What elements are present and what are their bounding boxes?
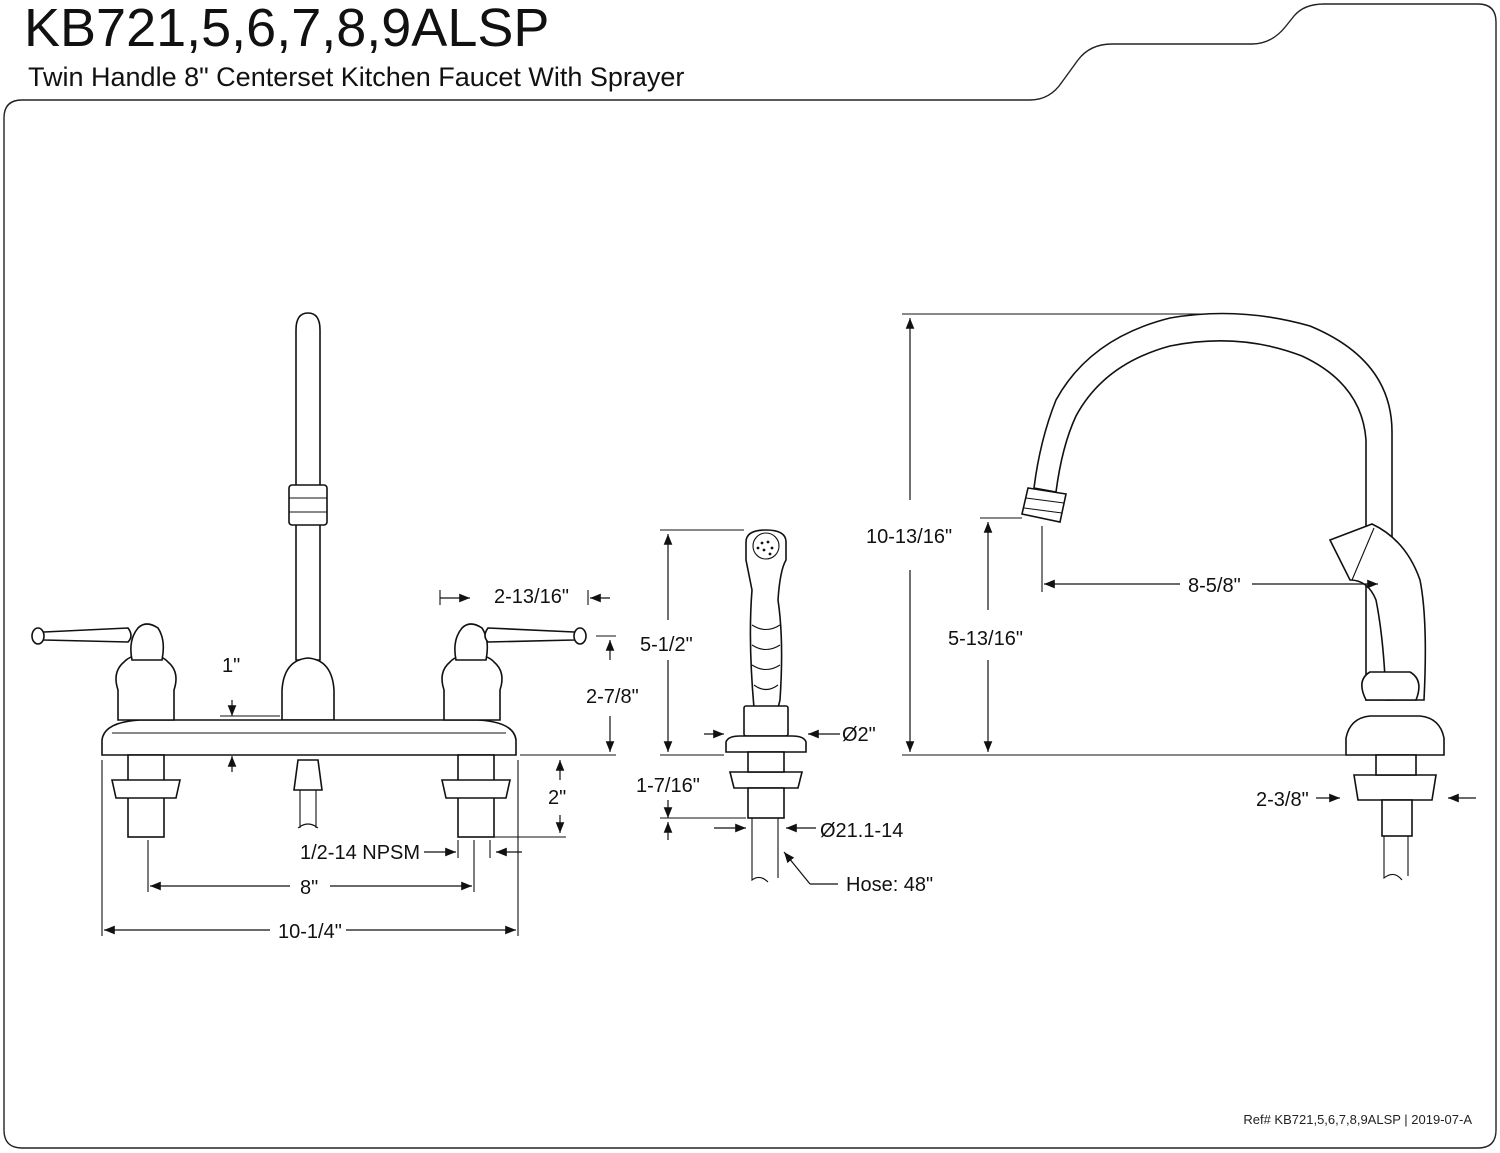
dim-side-spout-reach: 8-5/8" [1188, 575, 1241, 597]
dim-side-base-depth: 2-3/8" [1256, 789, 1309, 811]
sprayer-body [745, 529, 787, 709]
dim-front-overall-width: 10-1/4" [278, 921, 342, 943]
page-subtitle: Twin Handle 8" Centerset Kitchen Faucet … [28, 62, 684, 92]
front-view: 1" 2-13/16" 2-7/8" 2" 1/2-14 NPSM 8" 10-… [31, 312, 639, 943]
side-view: 10-13/16" 5-13/16" 8-5/8" 2-3/8" [866, 312, 1476, 881]
page-title: KB721,5,6,7,8,9ALSP [24, 0, 549, 58]
drawing-frame [3, 3, 1497, 1149]
deck-plate [101, 719, 517, 756]
dim-front-handle-offset: 2-13/16" [494, 586, 569, 608]
side-aerator [1021, 487, 1067, 523]
dim-side-overall-height: 10-13/16" [866, 526, 952, 548]
right-handle [441, 623, 587, 721]
side-base [1345, 715, 1445, 756]
dim-sprayer-hose: Hose: 48" [846, 874, 933, 896]
side-sprayer [1328, 523, 1427, 701]
dim-sprayer-height: 5-1/2" [640, 634, 693, 656]
dim-front-handle-height: 2-7/8" [586, 686, 639, 708]
sprayer-view: 5-1/2" Ø2" 1-7/16" Ø21.1-14 Hose: 48" [636, 529, 933, 896]
dim-front-connection: 1/2-14 NPSM [300, 842, 420, 864]
left-handle [31, 623, 177, 721]
reference-number: Ref# KB721,5,6,7,8,9ALSP | 2019-07-A [1243, 1112, 1472, 1127]
dim-front-shank-length: 2" [548, 787, 566, 809]
side-spout [1033, 312, 1393, 701]
dim-front-spout-height: 1" [222, 655, 240, 677]
dim-sprayer-shank-length: 1-7/16" [636, 775, 700, 797]
front-aerator [288, 484, 328, 526]
dim-sprayer-thread: Ø21.1-14 [820, 820, 903, 842]
sprayer-base [725, 735, 807, 753]
dim-side-spout-clearance: 5-13/16" [948, 628, 1023, 650]
dim-sprayer-base-diameter: Ø2" [842, 724, 876, 746]
front-shanks [111, 754, 511, 838]
dim-front-center: 8" [300, 877, 318, 899]
front-spout-base [281, 657, 335, 721]
